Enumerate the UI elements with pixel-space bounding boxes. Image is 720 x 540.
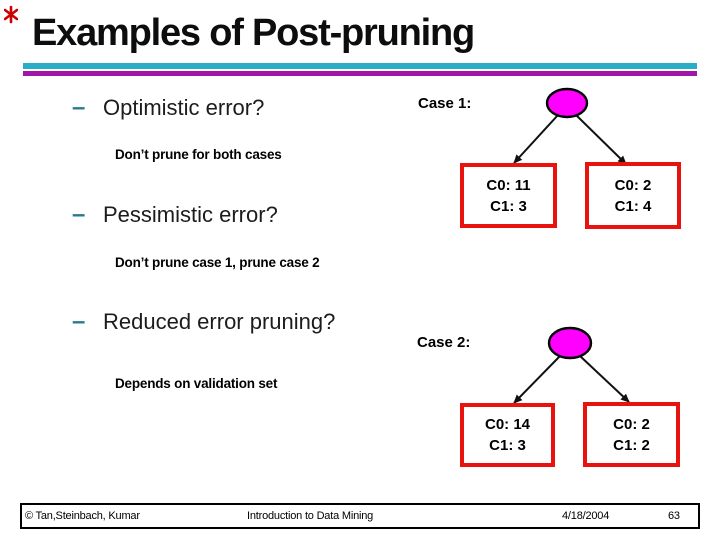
case-2-label: Case 2: bbox=[417, 334, 471, 351]
tree-edge-right bbox=[575, 114, 627, 165]
bullet-note-pessimistic: Don’t prune case 1, prune case 2 bbox=[115, 255, 320, 270]
node-count-c0: C0: 2 bbox=[613, 415, 650, 433]
case-1-label: Case 1: bbox=[418, 95, 472, 112]
divider-line-purple bbox=[23, 71, 697, 76]
case-1-right-node: C0: 2 C1: 4 bbox=[585, 162, 681, 229]
tree-edge-right bbox=[579, 355, 630, 403]
footer-bar: © Tan,Steinbach, Kumar Introduction to D… bbox=[20, 503, 700, 529]
tree-root-node bbox=[547, 326, 593, 360]
bullet-pessimistic-error: – Pessimistic error? bbox=[72, 201, 278, 229]
case-1-tree-diagram bbox=[513, 87, 627, 165]
footer-book-title: Introduction to Data Mining bbox=[247, 510, 374, 522]
bullet-dash-icon: – bbox=[72, 201, 86, 228]
bullet-label: Optimistic error? bbox=[103, 95, 265, 120]
case-2-left-node: C0: 14 C1: 3 bbox=[460, 403, 555, 467]
case-2-right-node: C0: 2 C1: 2 bbox=[583, 402, 680, 467]
bullet-optimistic-error: – Optimistic error? bbox=[72, 94, 264, 122]
node-count-c1: C1: 3 bbox=[489, 437, 526, 454]
node-count-c0: C0: 14 bbox=[484, 416, 531, 433]
slide-title: Examples of Post-pruning bbox=[32, 12, 475, 54]
footer-page-number: 63 bbox=[668, 510, 680, 522]
tree-edge-left bbox=[513, 355, 561, 404]
red-asterisk-icon bbox=[4, 5, 18, 24]
footer-date: 4/18/2004 bbox=[562, 510, 610, 522]
footer-copyright: © Tan,Steinbach, Kumar bbox=[25, 510, 140, 522]
node-count-c1: C1: 2 bbox=[613, 436, 650, 454]
case-2-tree-diagram bbox=[513, 326, 630, 404]
bullet-label: Pessimistic error? bbox=[103, 202, 278, 227]
node-count-c1: C1: 3 bbox=[490, 197, 527, 215]
node-count-c1: C1: 4 bbox=[614, 197, 652, 215]
bullet-dash-icon: – bbox=[72, 94, 86, 121]
bullet-note-reduced: Depends on validation set bbox=[115, 376, 278, 391]
tree-edge-left bbox=[513, 114, 559, 164]
bullet-note-optimistic: Don’t prune for both cases bbox=[115, 147, 282, 162]
node-count-c0: C0: 11 bbox=[486, 176, 531, 194]
divider-line-teal bbox=[23, 63, 697, 69]
bullet-dash-icon: – bbox=[72, 308, 86, 335]
node-count-c0: C0: 2 bbox=[614, 176, 652, 194]
bullet-reduced-error-pruning: – Reduced error pruning? bbox=[72, 308, 335, 336]
bullet-label: Reduced error pruning? bbox=[103, 309, 336, 334]
tree-root-node bbox=[545, 87, 589, 119]
case-1-left-node: C0: 11 C1: 3 bbox=[460, 163, 557, 228]
